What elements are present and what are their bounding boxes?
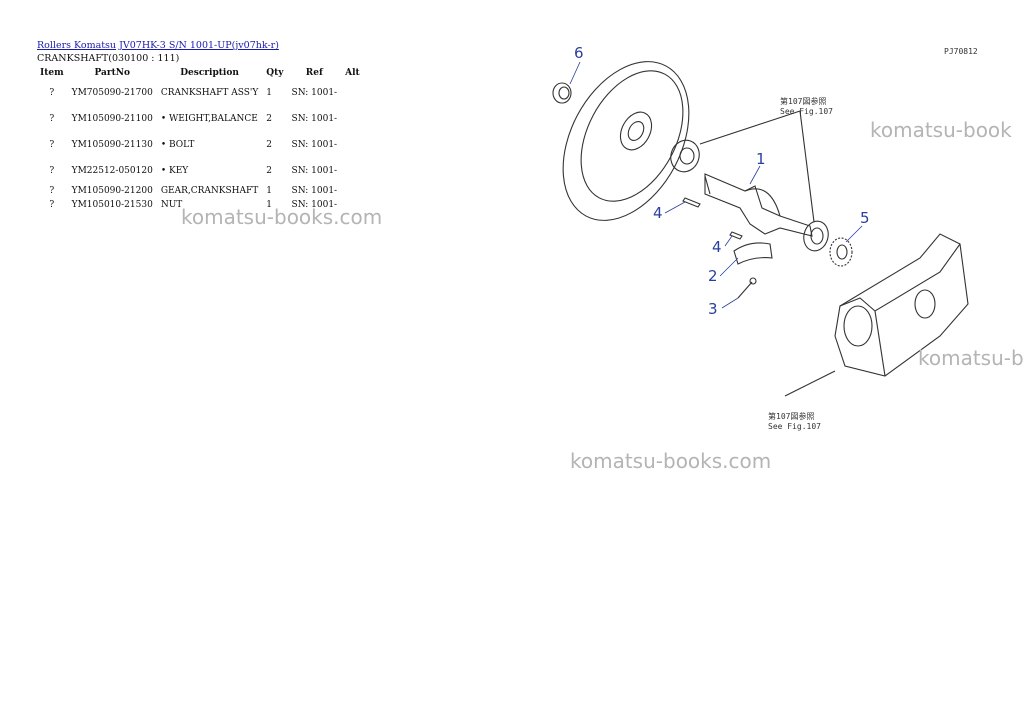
cell-partno: YM105090-21130 <box>71 140 153 150</box>
header-partno: PartNo <box>94 68 130 78</box>
breadcrumb-link-model[interactable]: JV07HK-3 S/N 1001-UP(jv07hk-r) <box>119 40 279 51</box>
crankshaft-diagram: 6 1 4 4 2 3 5 PJ70812 第107図参照 See Fig.10… <box>552 44 978 431</box>
cell-alt <box>341 158 369 184</box>
watermark: komatsu-b <box>918 346 1024 370</box>
cell-ref: SN: 1001- <box>291 186 338 196</box>
cell-ref: SN: 1001- <box>291 88 338 98</box>
cell-description: GEAR,CRANKSHAFT <box>160 186 259 196</box>
key-part-4-upper <box>682 197 701 208</box>
table-row: ? YM105090-21130 • BOLT 2 SN: 1001- <box>36 132 369 158</box>
gear-case <box>834 233 969 377</box>
flywheel-outer <box>562 61 690 221</box>
cell-partno: YM105090-21100 <box>71 114 153 124</box>
bolt-part-3 <box>737 281 753 299</box>
cell-item: ? <box>49 140 55 150</box>
cell-partno: YM705090-21700 <box>71 88 153 98</box>
diagram-code: PJ70812 <box>944 47 978 56</box>
breadcrumb: Rollers Komatsu JV07HK-3 S/N 1001-UP(jv0… <box>37 40 279 51</box>
ref-top-jp: 第107図参照 <box>780 96 826 106</box>
flywheel-hub <box>619 111 653 151</box>
ref-bottom-jp: 第107図参照 <box>768 411 814 421</box>
cell-item: ? <box>49 186 55 196</box>
header-ref: Ref <box>305 68 323 78</box>
cell-ref: SN: 1001- <box>291 200 338 210</box>
cell-qty: 1 <box>266 88 273 98</box>
cell-item: ? <box>49 114 55 124</box>
table-row: ? YM705090-21700 CRANKSHAFT ASS'Y 1 SN: … <box>36 80 369 106</box>
cell-description: • KEY <box>160 166 189 176</box>
callout-5: 5 <box>860 209 870 227</box>
cell-alt <box>341 184 369 198</box>
cell-partno: YM105010-21530 <box>71 200 153 210</box>
cell-partno: YM22512-050120 <box>71 166 153 176</box>
callout-1: 1 <box>756 150 766 168</box>
cell-description: CRANKSHAFT ASS'Y <box>160 88 259 98</box>
callout-2: 2 <box>708 267 718 285</box>
cell-item: ? <box>49 200 55 210</box>
cell-ref: SN: 1001- <box>291 114 338 124</box>
table-row: ? YM105090-21200 GEAR,CRANKSHAFT 1 SN: 1… <box>36 184 369 198</box>
cell-alt <box>341 80 369 106</box>
cell-item: ? <box>49 166 55 176</box>
cell-ref: SN: 1001- <box>291 140 338 150</box>
callout-4-upper: 4 <box>653 204 663 222</box>
ref-bottom-en: See Fig.107 <box>768 422 821 431</box>
cell-description: • BOLT <box>160 140 195 150</box>
watermark: komatsu-books.com <box>570 449 772 473</box>
bearing-left <box>670 139 700 173</box>
cell-item: ? <box>49 88 55 98</box>
key-part-4-lower <box>729 231 743 240</box>
header-item: Item <box>40 68 64 78</box>
cell-alt <box>341 132 369 158</box>
header-description: Description <box>180 68 239 78</box>
callout-3: 3 <box>708 300 718 318</box>
flywheel-inner <box>580 70 684 202</box>
cell-qty: 1 <box>266 200 273 210</box>
cell-qty: 2 <box>266 140 273 150</box>
cell-alt <box>341 106 369 132</box>
callout-4-lower: 4 <box>712 238 722 256</box>
crankshaft-part-1 <box>704 173 813 237</box>
cell-qty: 1 <box>266 186 273 196</box>
watermark: komatsu-books.com <box>181 205 383 229</box>
callout-6: 6 <box>574 44 584 62</box>
cell-description: NUT <box>160 200 183 210</box>
cell-partno: YM105090-21200 <box>71 186 153 196</box>
cell-description: • WEIGHT,BALANCE <box>160 114 258 124</box>
page-title: CRANKSHAFT(030100 : 111) <box>37 53 180 64</box>
table-row: ? YM22512-050120 • KEY 2 SN: 1001- <box>36 158 369 184</box>
header-qty: Qty <box>266 68 284 78</box>
seal-part-6 <box>552 82 572 104</box>
parts-table: Item PartNo Description Qty Ref Alt ? YM… <box>36 66 369 212</box>
weight-part-2 <box>733 242 773 265</box>
cell-qty: 2 <box>266 166 273 176</box>
header-alt: Alt <box>345 68 360 78</box>
breadcrumb-link-rollers[interactable]: Rollers Komatsu <box>37 40 117 51</box>
table-header-row: Item PartNo Description Qty Ref Alt <box>36 66 369 80</box>
ref-top-en: See Fig.107 <box>780 107 833 116</box>
cell-qty: 2 <box>266 114 273 124</box>
table-row: ? YM105010-21530 NUT 1 SN: 1001- <box>36 198 369 212</box>
watermark: komatsu-book <box>870 118 1012 142</box>
cell-ref: SN: 1001- <box>291 166 338 176</box>
bearing-right <box>803 220 829 252</box>
table-row: ? YM105090-21100 • WEIGHT,BALANCE 2 SN: … <box>36 106 369 132</box>
gear-part-5 <box>829 237 853 267</box>
